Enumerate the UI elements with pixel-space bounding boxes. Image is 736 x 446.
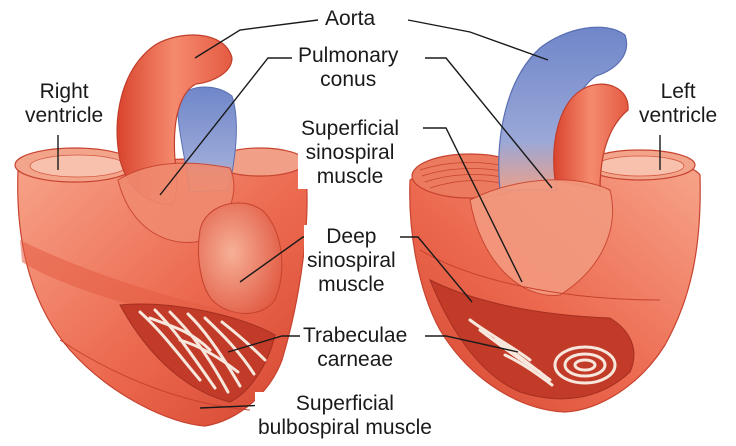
label-deep-sinospiral: Deep sinospiral muscle xyxy=(304,225,399,297)
label-right-ventricle: Right ventricle xyxy=(22,80,106,128)
label-left-ventricle: Left ventricle xyxy=(636,80,720,128)
label-superficial-sinospiral: Superficial sinospiral muscle xyxy=(298,117,402,189)
label-pulmonary-conus: Pulmonary conus xyxy=(295,44,401,92)
deep-sinospiral-bulge xyxy=(199,203,282,314)
leader-aorta-right xyxy=(408,20,548,60)
label-aorta: Aorta xyxy=(322,7,378,31)
label-superficial-bulbospiral: Superficial bulbospiral muscle xyxy=(255,392,435,440)
label-trabeculae-carneae: Trabeculae carneae xyxy=(300,324,410,372)
